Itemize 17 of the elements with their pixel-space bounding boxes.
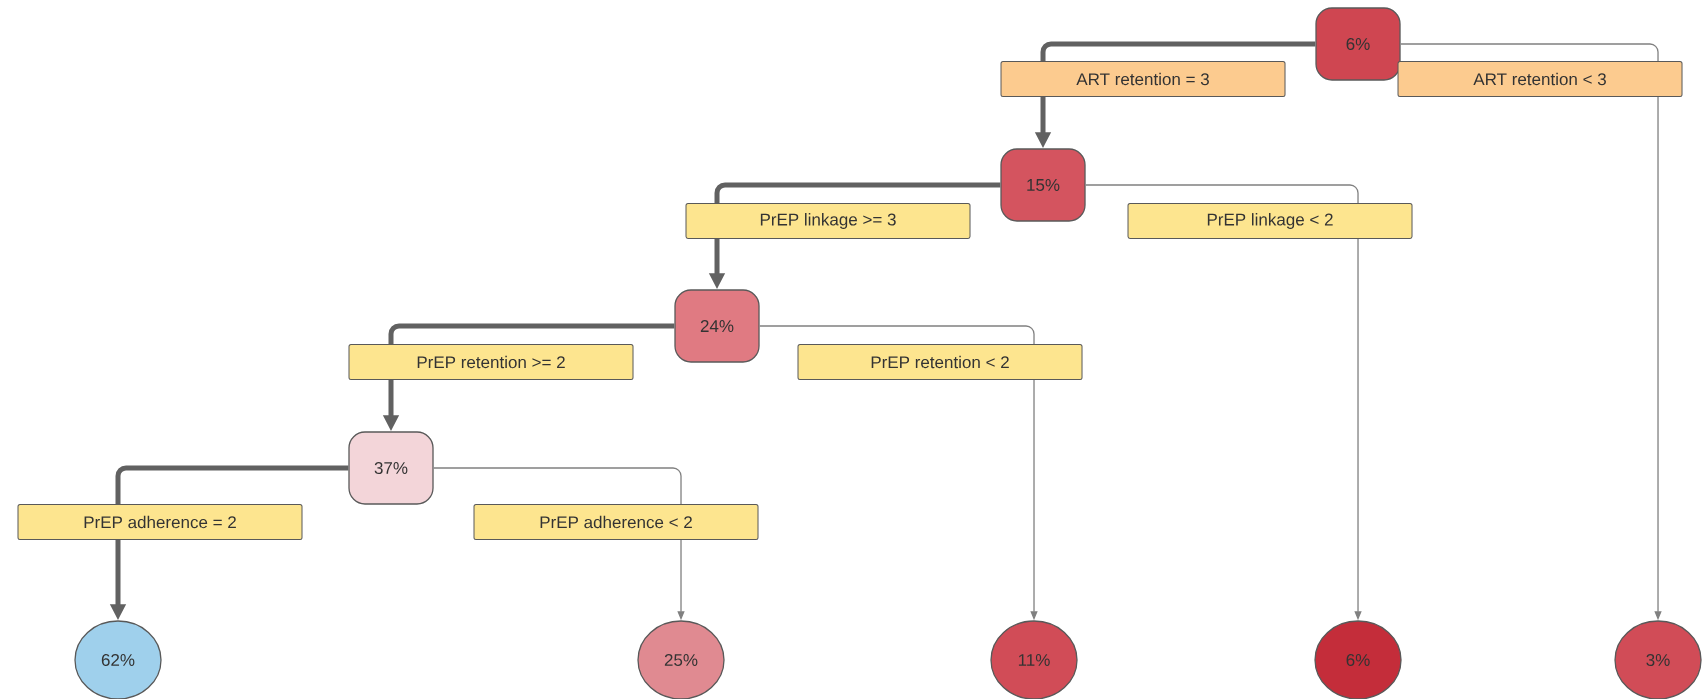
decision-node: 6% <box>1315 7 1401 81</box>
decision-node: 24% <box>674 289 760 363</box>
leaf-node: 25% <box>637 620 725 699</box>
edge-label: PrEP retention >= 2 <box>348 344 634 380</box>
leaf-node: 6% <box>1314 620 1402 699</box>
leaf-node: 62% <box>74 620 162 699</box>
edge-label: PrEP adherence < 2 <box>473 504 759 540</box>
edge-label: PrEP adherence = 2 <box>17 504 303 540</box>
decision-node: 15% <box>1000 148 1086 222</box>
decision-node: 37% <box>348 431 434 505</box>
leaf-node: 11% <box>990 620 1078 699</box>
edge-label: ART retention = 3 <box>1000 61 1286 97</box>
edge-label: ART retention < 3 <box>1397 61 1683 97</box>
edge-label: PrEP linkage >= 3 <box>685 203 971 239</box>
edge-label: PrEP retention < 2 <box>797 344 1083 380</box>
leaf-node: 3% <box>1614 620 1702 699</box>
edge-label: PrEP linkage < 2 <box>1127 203 1413 239</box>
